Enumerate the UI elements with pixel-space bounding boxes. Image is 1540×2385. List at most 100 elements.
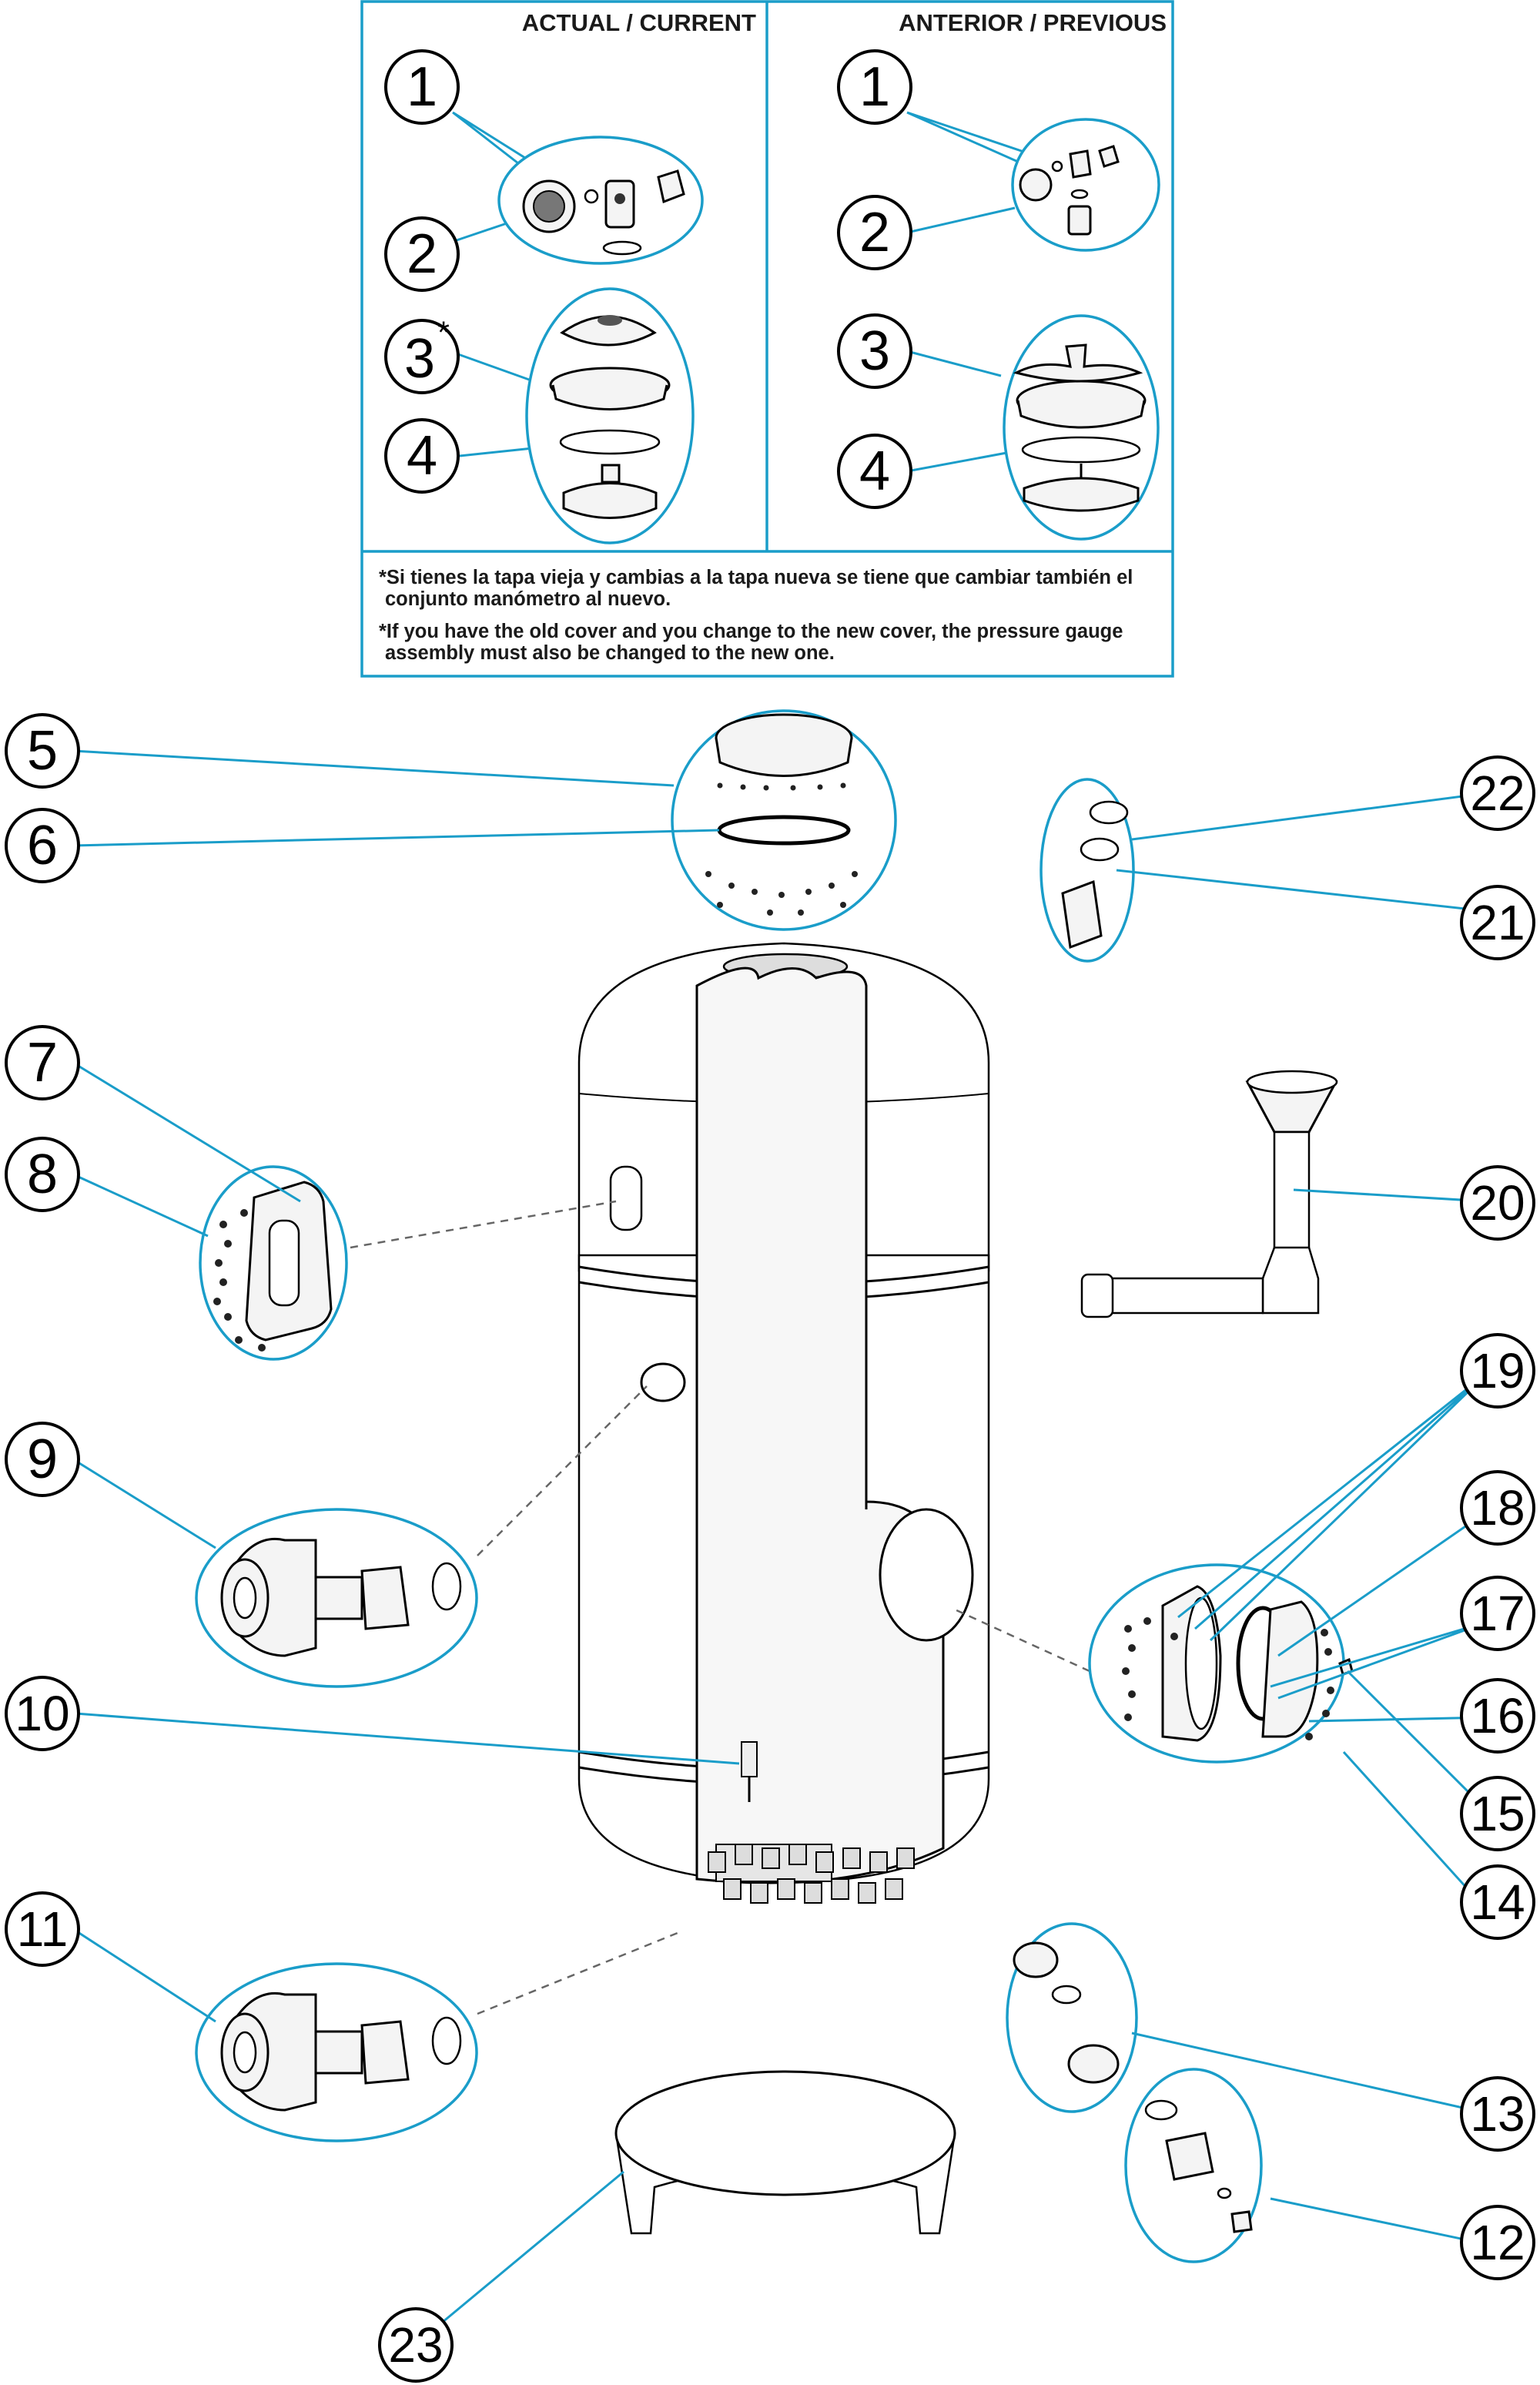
lower-flange-oring-icon (431, 2016, 462, 2065)
gauge-valve-icon (657, 169, 685, 204)
collector-mouth-icon (1246, 1070, 1338, 1094)
connector-upper-port (477, 1385, 648, 1556)
callout-previous-2 (837, 195, 912, 270)
callout-8-label: 8 (27, 1144, 58, 1205)
callout-9-label: 9 (27, 1429, 58, 1490)
cap-hole-icon (598, 315, 622, 326)
cover-oring-icon (559, 429, 661, 455)
callout-19-label: 19 (1470, 1343, 1525, 1399)
callout-13 (1460, 2076, 1535, 2152)
cutaway-edge-icon (695, 993, 868, 1879)
leader-13 (1131, 2032, 1491, 2115)
current-header: ACTUAL / CURRENT (522, 9, 756, 36)
drain-oring-icon (1144, 2099, 1178, 2121)
callout-8 (5, 1137, 80, 1212)
manhole-gasket-icon (268, 1219, 300, 1307)
leader-9 (72, 1458, 216, 1549)
old-cover-ring-side-icon (1016, 400, 1146, 429)
leader-19 (1177, 1369, 1491, 1642)
nozzle-icon (708, 1851, 726, 1873)
leader-previous-3 (906, 350, 1002, 377)
upper-union-nut-icon (360, 1566, 410, 1630)
lower-union-nut-icon (360, 2020, 410, 2085)
note-en-line2: assembly must also be changed to the new… (385, 642, 835, 664)
current-column: 1 2 3 * 4 (384, 49, 704, 544)
leader-20 (1293, 1188, 1487, 1203)
nozzle-icon (858, 1882, 876, 1904)
cover-ring-side-icon (551, 384, 668, 410)
manhole-bolts-icon (213, 1209, 266, 1352)
callout-previous-4-label: 4 (859, 440, 890, 502)
callout-7-label: 7 (27, 1032, 58, 1094)
cover-detail-current (525, 287, 695, 544)
side-manhole-bolts-icon (1122, 1617, 1334, 1740)
nozzle-icon (762, 1847, 780, 1869)
nozzle-icon (896, 1847, 915, 1869)
union-oring-icon (1080, 837, 1120, 862)
gauge-oring-icon (602, 240, 642, 256)
callout-11-label: 11 (17, 1901, 68, 1957)
drain-plug-icon (1230, 2210, 1253, 2233)
old-gauge-nut-icon (1098, 145, 1120, 168)
bulkhead-nut-icon (1013, 1941, 1059, 1978)
callout-21 (1460, 885, 1535, 960)
callout-11 (5, 1891, 80, 1967)
callout-current-2 (384, 216, 460, 292)
leader-23 (419, 2170, 624, 2343)
old-cover-base-icon (1023, 477, 1140, 512)
old-cover-oring-icon (1021, 436, 1141, 464)
old-gauge-fitting-icon (1067, 205, 1092, 236)
callout-18-label: 18 (1470, 1480, 1525, 1536)
leader-6 (72, 829, 720, 847)
collector-elbow-icon (1261, 1246, 1320, 1315)
callout-6 (5, 808, 80, 883)
union-nut-icon (1061, 879, 1103, 950)
callout-23-label: 23 (388, 2317, 443, 2373)
gauge-washer-icon (584, 189, 599, 204)
previous-column: 1 2 3 4 (837, 49, 1160, 541)
old-gauge-tee-icon (1069, 149, 1092, 179)
callout-16-label: 16 (1470, 1688, 1525, 1744)
old-gauge-oring-icon (1070, 189, 1089, 199)
gauge-detail-previous (1011, 118, 1160, 252)
cover-comparison-box: ACTUAL / CURRENT ANTERIOR / PREVIOUS (360, 0, 1174, 678)
callout-19 (1460, 1333, 1535, 1409)
nozzle-icon (788, 1844, 807, 1865)
collector-riser-icon (1273, 1131, 1311, 1265)
callout-16 (1460, 1678, 1535, 1754)
leader-previous-4 (906, 450, 1016, 473)
stand-top-icon (614, 2070, 956, 2196)
nozzle-icon (735, 1844, 753, 1865)
cover-base-icon (562, 482, 658, 519)
callout-15-label: 15 (1470, 1786, 1525, 1841)
side-flange-bore-icon (1184, 1596, 1218, 1730)
callout-previous-1-label: 1 (859, 56, 890, 118)
note-es-line2: conjunto manómetro al nuevo. (385, 588, 671, 610)
cover-cap-icon (560, 315, 657, 347)
leader-11 (72, 1928, 216, 2023)
callout-20 (1460, 1165, 1535, 1241)
callout-22-label: 22 (1470, 765, 1525, 821)
callout-21-label: 21 (1470, 895, 1525, 950)
callout-current-3-label: 3 (404, 328, 435, 390)
callout-current-1-label: 1 (407, 56, 437, 118)
callout-10-label: 10 (15, 1686, 69, 1741)
union-detail (1040, 778, 1135, 963)
nozzle-icon (885, 1878, 903, 1900)
callout-current-4 (384, 418, 460, 494)
leader-22 (1131, 792, 1487, 841)
upper-flange-pipe-icon (314, 1576, 363, 1620)
callout-5 (5, 713, 80, 789)
callout-previous-1 (837, 49, 912, 125)
leader-7 (72, 1061, 301, 1203)
nozzle-icon (831, 1878, 849, 1900)
tank-manhole-slot-icon (609, 1165, 643, 1231)
connector-manhole-upper (350, 1200, 617, 1249)
note-en-line1: *If you have the old cover and you chang… (379, 621, 1123, 642)
callout-6-label: 6 (27, 815, 58, 876)
gauge-face-icon (533, 190, 565, 223)
tank-laterals-icon (708, 1844, 915, 1904)
old-gauge-icon (1019, 168, 1053, 202)
callout-7 (5, 1025, 80, 1100)
